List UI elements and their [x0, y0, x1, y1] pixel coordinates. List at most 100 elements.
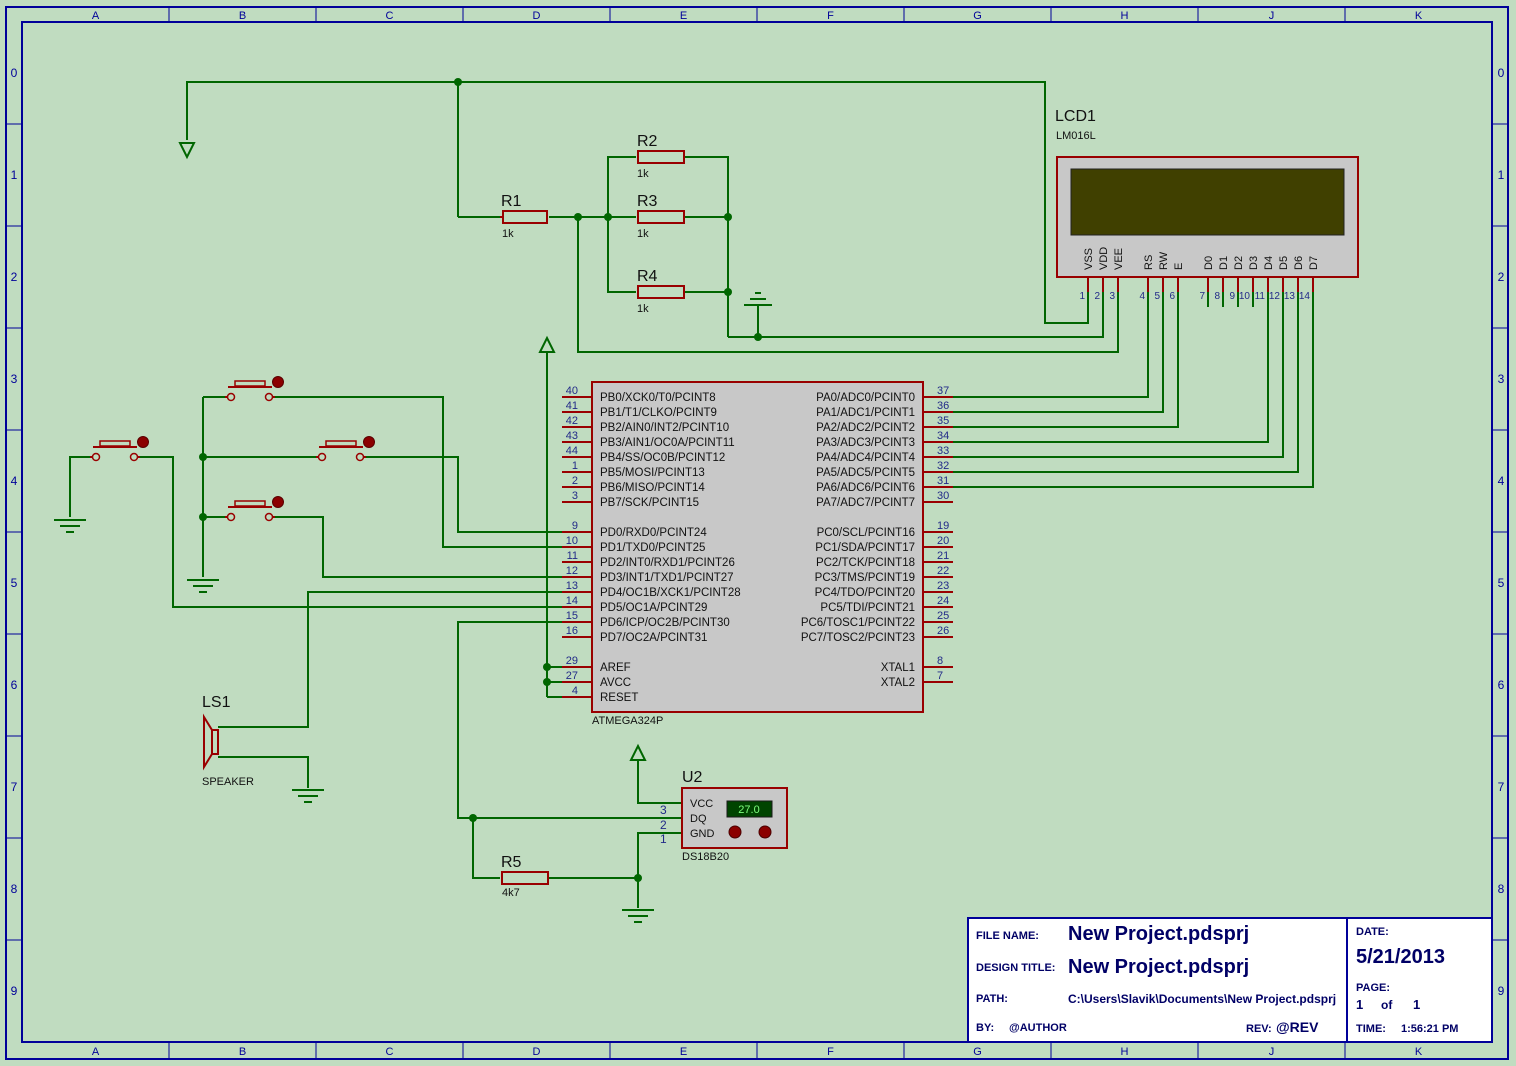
lcd-pin-name: D3: [1248, 256, 1260, 270]
lcd-pin-name: VDD: [1098, 247, 1110, 270]
resistor-r2[interactable]: R2 1k: [637, 133, 685, 180]
mcu-pin-label: PD1/TXD0/PCINT25: [600, 542, 705, 554]
push-button-2[interactable]: [225, 376, 284, 402]
border-row-label: 1: [11, 168, 18, 182]
lcd-pin-name: D1: [1218, 256, 1230, 270]
r4-value: 1k: [637, 303, 649, 315]
path-label: PATH:: [976, 993, 1008, 1005]
mcu-pin-label: PA1/ADC1/PCINT1: [816, 407, 915, 419]
mcu-pin-number: 42: [566, 415, 578, 427]
by-value: @AUTHOR: [1009, 1022, 1067, 1034]
sensor-pin-vcc: VCC: [690, 798, 713, 810]
border-row-label: 6: [1498, 678, 1505, 692]
mcu-pin-label: PB6/MISO/PCINT14: [600, 482, 705, 494]
border-row-label: 3: [11, 372, 18, 386]
resistor-r3[interactable]: R3 1k: [637, 193, 685, 240]
mcu-pin-number: 41: [566, 400, 578, 412]
resistor-r4[interactable]: R4 1k: [637, 268, 685, 315]
mcu-pin-number: 32: [937, 460, 949, 472]
button-actuator-icon[interactable]: [272, 496, 284, 508]
push-buttons: [90, 376, 375, 522]
lcd-pin-number: 9: [1229, 291, 1235, 302]
ground-symbols: [54, 292, 772, 923]
push-button-1[interactable]: [90, 436, 149, 462]
border-col-label: J: [1269, 1046, 1275, 1058]
page-of: of: [1381, 998, 1393, 1012]
lcd-pin-number: 13: [1284, 291, 1296, 302]
lcd-pin-name: D2: [1233, 256, 1245, 270]
temp-up-button[interactable]: [758, 825, 772, 839]
sensor-ref: U2: [682, 769, 703, 786]
resistor-r1[interactable]: R1 1k: [500, 193, 548, 240]
border-row-label: 2: [11, 270, 18, 284]
speaker-part: SPEAKER: [202, 776, 254, 788]
mcu-pin-label: PA0/ADC0/PCINT0: [816, 392, 915, 404]
border-col-label: F: [827, 10, 834, 22]
wires: [69, 81, 1314, 908]
border-row-label: 1: [1498, 168, 1505, 182]
page-number: 1: [1356, 997, 1363, 1012]
border-col-label: G: [973, 10, 982, 22]
button-actuator-icon[interactable]: [272, 376, 284, 388]
mcu-pin-number: 10: [566, 535, 578, 547]
border-row-label: 9: [1498, 984, 1505, 998]
mcu-pin-number: 8: [937, 655, 943, 667]
mcu-pin-label: PA6/ADC6/PCINT6: [816, 482, 915, 494]
mcu-pin-label: PA7/ADC7/PCINT7: [816, 497, 915, 509]
button-actuator-icon[interactable]: [137, 436, 149, 448]
mcu-pin-label: PC4/TDO/PCINT20: [815, 587, 915, 599]
r2-value: 1k: [637, 168, 649, 180]
mcu-part: ATMEGA324P: [592, 715, 663, 727]
border-row-label: 0: [11, 66, 18, 80]
border-row-label: 7: [1498, 780, 1505, 794]
border-row-label: 9: [11, 984, 18, 998]
lcd-pin-name: D7: [1308, 256, 1320, 270]
mcu-pin-label: PB3/AIN1/OC0A/PCINT11: [600, 437, 735, 449]
border-col-label: C: [386, 1046, 394, 1058]
lcd-module[interactable]: LCD1 LM016L VSS1VDD2VEE3RS4RW5E6D07D18D2…: [1055, 108, 1359, 302]
lcd-ref: LCD1: [1055, 108, 1096, 125]
design-title-value: New Project.pdsprj: [1068, 956, 1249, 978]
lcd-pin-number: 3: [1109, 291, 1115, 302]
temp-down-button[interactable]: [728, 825, 742, 839]
mcu-pin-number: 25: [937, 610, 949, 622]
mcu-pin-label: PA4/ADC4/PCINT4: [816, 452, 915, 464]
border-col-label: B: [239, 1046, 246, 1058]
mcu-pin-label: PC2/TCK/PCINT18: [816, 557, 915, 569]
r1-value: 1k: [502, 228, 514, 240]
mcu-pin-label: PD5/OC1A/PCINT29: [600, 602, 707, 614]
mcu-pin-number: 44: [566, 445, 578, 457]
lcd-screen: [1070, 168, 1345, 236]
junction-dots: [199, 78, 762, 882]
mcu-atmega324p[interactable]: ATMEGA324P PB0/XCK0/T0/PCINT840PB1/T1/CL…: [562, 381, 953, 727]
lcd-pin-number: 11: [1255, 291, 1266, 302]
mcu-pin-label: PB7/SCK/PCINT15: [600, 497, 699, 509]
button-actuator-icon[interactable]: [363, 436, 375, 448]
mcu-pin-number: 7: [937, 670, 943, 682]
r5-ref: R5: [501, 854, 522, 871]
lcd-pin-number: 10: [1239, 291, 1251, 302]
sensor-part: DS18B20: [682, 851, 729, 863]
rev-label: REV:: [1246, 1023, 1272, 1035]
border-row-label: 2: [1498, 270, 1505, 284]
mcu-pin-label: PC7/TOSC2/PCINT23: [801, 632, 915, 644]
mcu-pin-label: AREF: [600, 662, 631, 674]
border-row-label: 8: [1498, 882, 1505, 896]
border-row-label: 6: [11, 678, 18, 692]
mcu-pin-number: 20: [937, 535, 949, 547]
mcu-pin-label: PD7/OC2A/PCINT31: [600, 632, 707, 644]
mcu-pin-label: PC5/TDI/PCINT21: [820, 602, 915, 614]
border-col-label: E: [680, 10, 687, 22]
sensor-ds18b20[interactable]: U2 VCC DQ GND 3 2 1 27.0 DS18B20: [660, 769, 788, 863]
lcd-pin-name: D4: [1263, 256, 1275, 270]
mcu-pin-label: AVCC: [600, 677, 631, 689]
push-button-4[interactable]: [225, 496, 284, 522]
push-button-3[interactable]: [316, 436, 375, 462]
lcd-pin-number: 6: [1169, 291, 1175, 302]
rev-value: @REV: [1276, 1019, 1319, 1035]
border-row-label: 5: [11, 576, 18, 590]
path-value: C:\Users\Slavik\Documents\New Project.pd…: [1068, 992, 1336, 1006]
resistor-r5[interactable]: R5 4k7: [501, 854, 549, 899]
speaker-ls1[interactable]: LS1 SPEAKER: [202, 694, 254, 788]
